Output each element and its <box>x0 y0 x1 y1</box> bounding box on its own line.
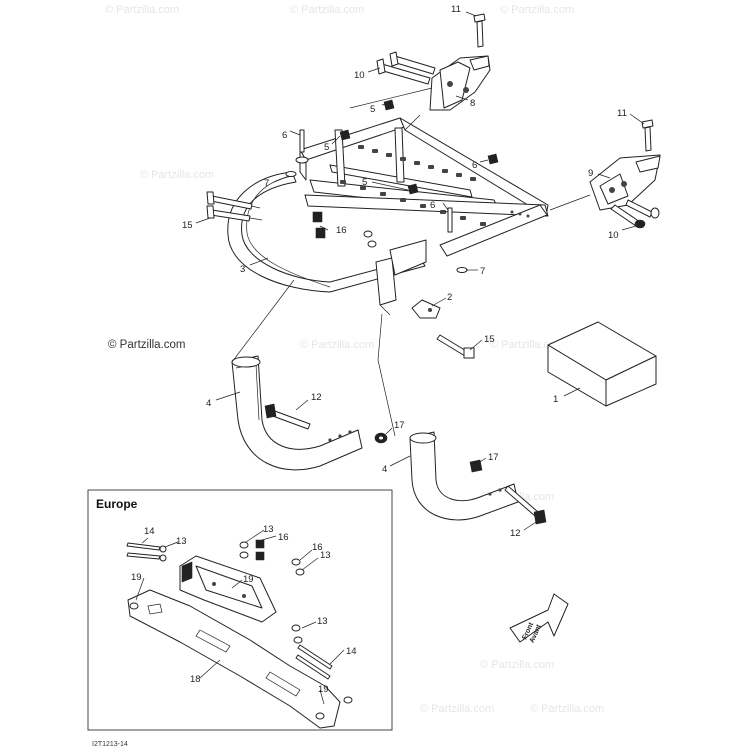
callout-12: 12 <box>311 392 322 403</box>
frame-holes <box>340 145 530 226</box>
main-frame-part-3 <box>227 117 549 306</box>
callout-7: 7 <box>264 178 269 189</box>
watermark: © Partzilla.com <box>480 659 554 671</box>
callout-13: 13 <box>317 616 328 627</box>
front-direction-arrow: Front Avant <box>509 593 569 644</box>
callout-leaders <box>195 11 645 531</box>
callout-17: 17 <box>488 452 499 463</box>
fasteners-right-leg <box>469 459 547 525</box>
callout-numbers: 11 10 8 5 6 5 7 5 6 16 6 15 3 11 9 10 7 … <box>131 4 627 695</box>
callout-19: 19 <box>131 572 142 583</box>
callout-16: 16 <box>278 532 289 543</box>
callout-5: 5 <box>370 104 375 115</box>
inset-leaders <box>135 529 345 705</box>
screw-part-11-top <box>473 13 486 48</box>
callout-12: 12 <box>510 528 521 539</box>
callout-10: 10 <box>354 70 365 81</box>
callout-10: 10 <box>608 230 619 241</box>
europe-inset: Europe <box>87 489 393 731</box>
callout-1: 1 <box>553 394 558 405</box>
callout-13: 13 <box>320 550 331 561</box>
callout-2: 2 <box>447 292 452 303</box>
callout-6: 6 <box>282 130 287 141</box>
hinge-bracket-part-9 <box>589 154 661 211</box>
callout-11: 11 <box>451 4 461 15</box>
frame-fasteners <box>285 99 499 273</box>
bracket-part-2 <box>411 299 441 319</box>
callout-4: 4 <box>382 464 387 475</box>
callout-16: 16 <box>336 225 347 236</box>
watermark: © Partzilla.com <box>490 339 564 351</box>
watermark: © Partzilla.com <box>500 4 574 16</box>
bolts-part-10-top <box>376 51 436 85</box>
callout-7: 7 <box>480 266 485 277</box>
callout-14: 14 <box>346 646 357 657</box>
assembly-lines <box>231 87 591 437</box>
callout-4: 4 <box>206 398 211 409</box>
bolt-part-15-lower <box>436 334 475 359</box>
callout-18: 18 <box>190 674 201 685</box>
callout-5: 5 <box>324 142 329 153</box>
inset-title: Europe <box>96 497 138 511</box>
watermark: © Partzilla.com <box>300 339 374 351</box>
callout-19: 19 <box>318 684 329 695</box>
leg-part-4-right <box>409 431 519 521</box>
callout-6: 6 <box>430 200 435 211</box>
callout-5: 6 <box>472 160 477 171</box>
callout-13: 13 <box>263 524 274 535</box>
reference-code: I2T1213-14 <box>92 741 128 748</box>
callout-16: 16 <box>312 542 323 553</box>
watermark: © Partzilla.com <box>290 4 364 16</box>
callout-15: 15 <box>182 220 193 231</box>
callout-5: 5 <box>362 177 367 188</box>
watermark: © Partzilla.com <box>140 169 214 181</box>
leg-part-4-left <box>231 355 363 471</box>
fasteners-left-leg <box>264 403 388 444</box>
watermark: © Partzilla.com <box>105 4 179 16</box>
watermark: © Partzilla.com <box>530 703 604 715</box>
callout-13: 13 <box>176 536 187 547</box>
screw-part-11-right <box>641 119 654 152</box>
callout-17: 17 <box>394 420 405 431</box>
watermark: © Partzilla.com <box>420 703 494 715</box>
callout-14: 14 <box>144 526 155 537</box>
bolts-part-15-left <box>206 191 253 222</box>
bolts-part-10-right <box>610 199 660 229</box>
pad-block-part-1 <box>547 321 657 407</box>
callout-15: 15 <box>484 334 495 345</box>
callout-3: 3 <box>240 264 245 275</box>
hinge-bracket-part-8 <box>429 55 491 111</box>
watermark-primary: © Partzilla.com <box>108 339 186 351</box>
callout-11: 11 <box>617 108 627 119</box>
callout-9: 9 <box>588 168 593 179</box>
callout-8: 8 <box>470 98 475 109</box>
callout-19: 19 <box>243 574 254 585</box>
